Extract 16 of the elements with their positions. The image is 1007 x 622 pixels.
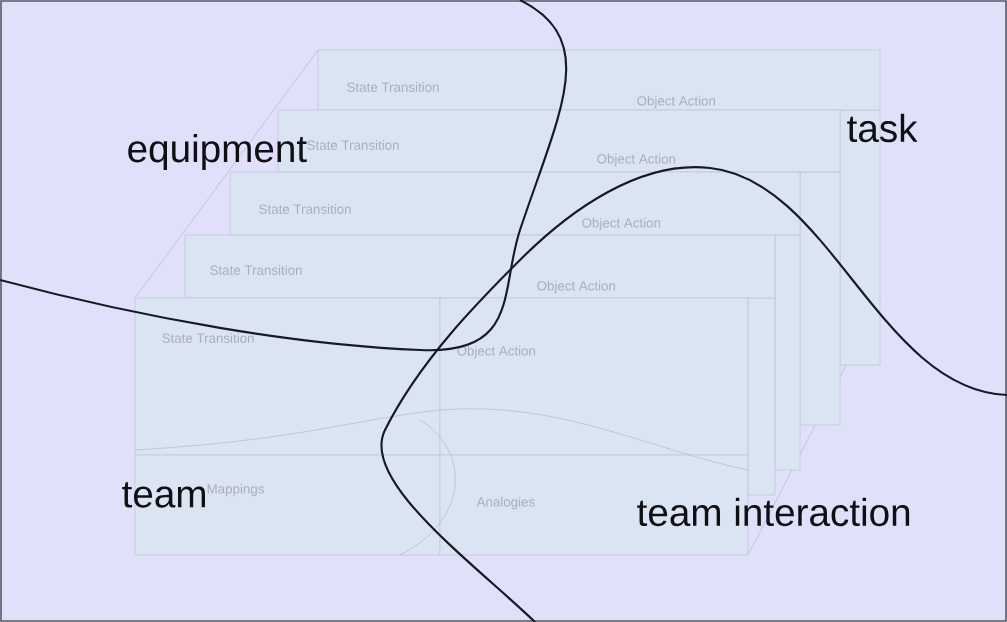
region-label: task [847, 113, 918, 143]
panel-title: Object Action [457, 345, 535, 359]
panel-title: State Transition [210, 265, 302, 275]
panel-title: State Transition [307, 140, 399, 150]
panel-title: Analogies [476, 496, 535, 510]
region-label: equipment [128, 134, 307, 171]
region-label: team interaction [637, 497, 910, 527]
panel-title: Object Action [537, 280, 615, 294]
panel-title: State Transition [259, 204, 351, 214]
panel-title: Object Action [637, 95, 715, 109]
panel-title: Object Action [597, 153, 675, 167]
panel-title: State Transition [162, 333, 254, 343]
region-label: team [122, 482, 205, 508]
panel-title: Object Action [582, 217, 660, 231]
panel-title: Mappings [207, 483, 264, 497]
panel-title: State Transition [347, 82, 439, 92]
